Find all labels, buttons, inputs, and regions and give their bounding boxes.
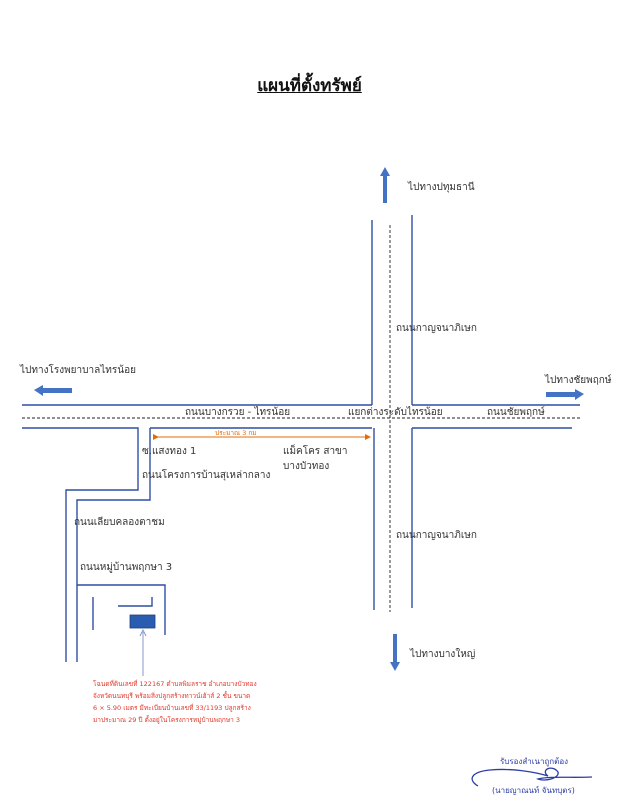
south-arrow-icon: [390, 634, 400, 671]
certifier-name: (นายญาณนท์ จันทบุตร): [492, 786, 575, 795]
distance-label: ประมาณ 3 กม: [215, 429, 257, 437]
property-pointer-head: [139, 628, 147, 637]
road-label-kanchanaphisek-north: ถนนกาญจนาภิเษก: [396, 323, 477, 334]
map-title: แผนที่ตั้งทรัพย์: [257, 76, 362, 96]
north-arrow-icon: [380, 167, 390, 203]
direction-south-label: ไปทางบางใหญ่: [410, 649, 476, 660]
certification-label: รับรองสำเนาถูกต้อง: [500, 757, 569, 766]
property-description-line: จังหวัดนนทบุรี พร้อมสิ่งปลูกสร้างทาวน์เฮ…: [93, 692, 251, 700]
property-description-line: มาประมาณ 29 ปี ตั้งอยู่ในโครงการหมู่บ้าน…: [93, 716, 240, 724]
west-arrow-icon: [34, 385, 72, 396]
road-label-village-road: ถนนหมู่บ้านพฤกษา 3: [80, 562, 173, 573]
road-label-sainoi-interchange: แยกต่างระดับไทรน้อย: [348, 407, 443, 418]
road-label-chaiyaphruek: ถนนชัยพฤกษ์: [487, 407, 545, 418]
village-lane: [118, 597, 153, 607]
east-arrow-icon: [546, 389, 584, 400]
direction-west-label: ไปทางโรงพยาบาลไทรน้อย: [20, 365, 136, 376]
landmark-makro-line1: แม็คโคร สาขา: [283, 446, 348, 457]
road-label-kanchanaphisek-south: ถนนกาญจนาภิเษก: [396, 530, 477, 541]
direction-north-label: ไปทางปทุมธานี: [408, 182, 475, 193]
soi-road-inner-edge: [76, 428, 166, 635]
road-label-housing-project: ถนนโครงการบ้านสุเหล่ากลาง: [142, 470, 271, 481]
property-description-line: 6 × 5.90 เมตร มีทะเบียนบ้านเลขที่ 33/119…: [93, 704, 251, 712]
property-description: โฉนดที่ดินเลขที่ 122167 ตำบลพิมลราช อำเภ…: [93, 678, 293, 726]
road-label-canal-road: ถนนเลียบคลองตาชม: [74, 517, 165, 528]
landmark-makro-line2: บางบัวทอง: [283, 461, 330, 472]
direction-east-label: ไปทางชัยพฤกษ์: [545, 375, 612, 386]
road-label-soi-saengthong: ซ.แสงทอง 1: [142, 446, 197, 457]
property-marker: [129, 614, 156, 629]
road-label-bangkruai-sainoi: ถนนบางกรวย - ไทรน้อย: [185, 407, 291, 418]
signature-scribble: [471, 767, 593, 787]
property-description-line: โฉนดที่ดินเลขที่ 122167 ตำบลพิมลราช อำเภ…: [93, 680, 257, 688]
soi-road-outer-edge: [22, 427, 139, 662]
